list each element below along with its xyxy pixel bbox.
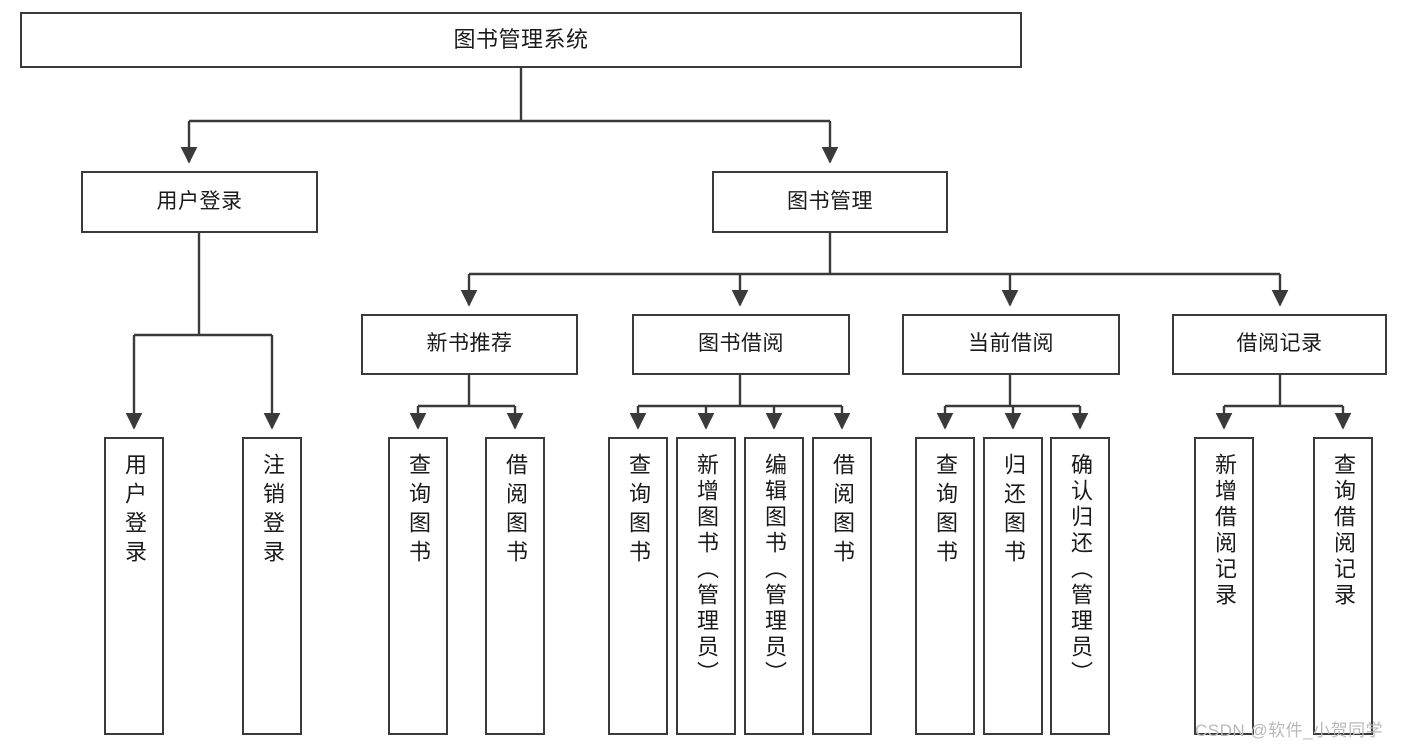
leaf-logout-label: 注销登录 — [260, 453, 285, 569]
leaf-borrow-book-new-label: 借阅图书 — [503, 453, 528, 569]
node-borrow-record-label: 借阅记录 — [1236, 332, 1323, 356]
leaf-confirm-return-admin[interactable]: 确认归还（管理员） — [1050, 437, 1110, 735]
leaf-query-book-new[interactable]: 查询图书 — [388, 437, 448, 735]
leaf-user-login-label: 用户登录 — [122, 453, 147, 569]
leaf-return-book-label: 归还图书 — [1001, 453, 1026, 569]
node-current-borrow-label: 当前借阅 — [968, 332, 1054, 356]
watermark: CSDN @软件_小贺同学 — [1195, 721, 1384, 740]
leaf-confirm-return-admin-label: 确认归还（管理员） — [1068, 453, 1093, 687]
leaf-logout[interactable]: 注销登录 — [242, 437, 302, 735]
node-root-label: 图书管理系统 — [453, 27, 589, 53]
node-root[interactable]: 图书管理系统 — [20, 12, 1022, 68]
leaf-query-book-new-label: 查询图书 — [406, 453, 431, 569]
leaf-query-borrow-record[interactable]: 查询借阅记录 — [1313, 437, 1373, 735]
leaf-user-login[interactable]: 用户登录 — [104, 437, 164, 735]
leaf-borrow-book-new[interactable]: 借阅图书 — [485, 437, 545, 735]
node-user-login-label: 用户登录 — [156, 189, 243, 213]
leaf-borrow-book-label: 借阅图书 — [830, 453, 855, 569]
leaf-edit-book-admin[interactable]: 编辑图书（管理员） — [744, 437, 804, 735]
leaf-query-book-current[interactable]: 查询图书 — [915, 437, 975, 735]
node-book-borrow[interactable]: 图书借阅 — [632, 314, 850, 375]
leaf-query-book-borrow-label: 查询图书 — [626, 453, 651, 569]
leaf-borrow-book[interactable]: 借阅图书 — [812, 437, 872, 735]
leaf-add-borrow-record-label: 新增借阅记录 — [1212, 453, 1237, 609]
leaf-return-book[interactable]: 归还图书 — [983, 437, 1043, 735]
leaf-add-borrow-record[interactable]: 新增借阅记录 — [1194, 437, 1254, 735]
leaf-query-borrow-record-label: 查询借阅记录 — [1331, 453, 1356, 609]
leaf-query-book-borrow[interactable]: 查询图书 — [608, 437, 668, 735]
leaf-add-book-admin-label: 新增图书（管理员） — [694, 453, 719, 687]
node-current-borrow[interactable]: 当前借阅 — [902, 314, 1120, 375]
leaf-add-book-admin[interactable]: 新增图书（管理员） — [676, 437, 736, 735]
node-user-login[interactable]: 用户登录 — [81, 171, 318, 233]
node-new-book-recommend-label: 新书推荐 — [426, 332, 513, 356]
node-borrow-record[interactable]: 借阅记录 — [1172, 314, 1387, 375]
leaf-edit-book-admin-label: 编辑图书（管理员） — [762, 453, 787, 687]
node-book-borrow-label: 图书借阅 — [698, 332, 784, 356]
node-book-management[interactable]: 图书管理 — [712, 171, 948, 233]
node-book-management-label: 图书管理 — [787, 189, 873, 213]
node-new-book-recommend[interactable]: 新书推荐 — [361, 314, 578, 375]
leaf-query-book-current-label: 查询图书 — [933, 453, 958, 569]
